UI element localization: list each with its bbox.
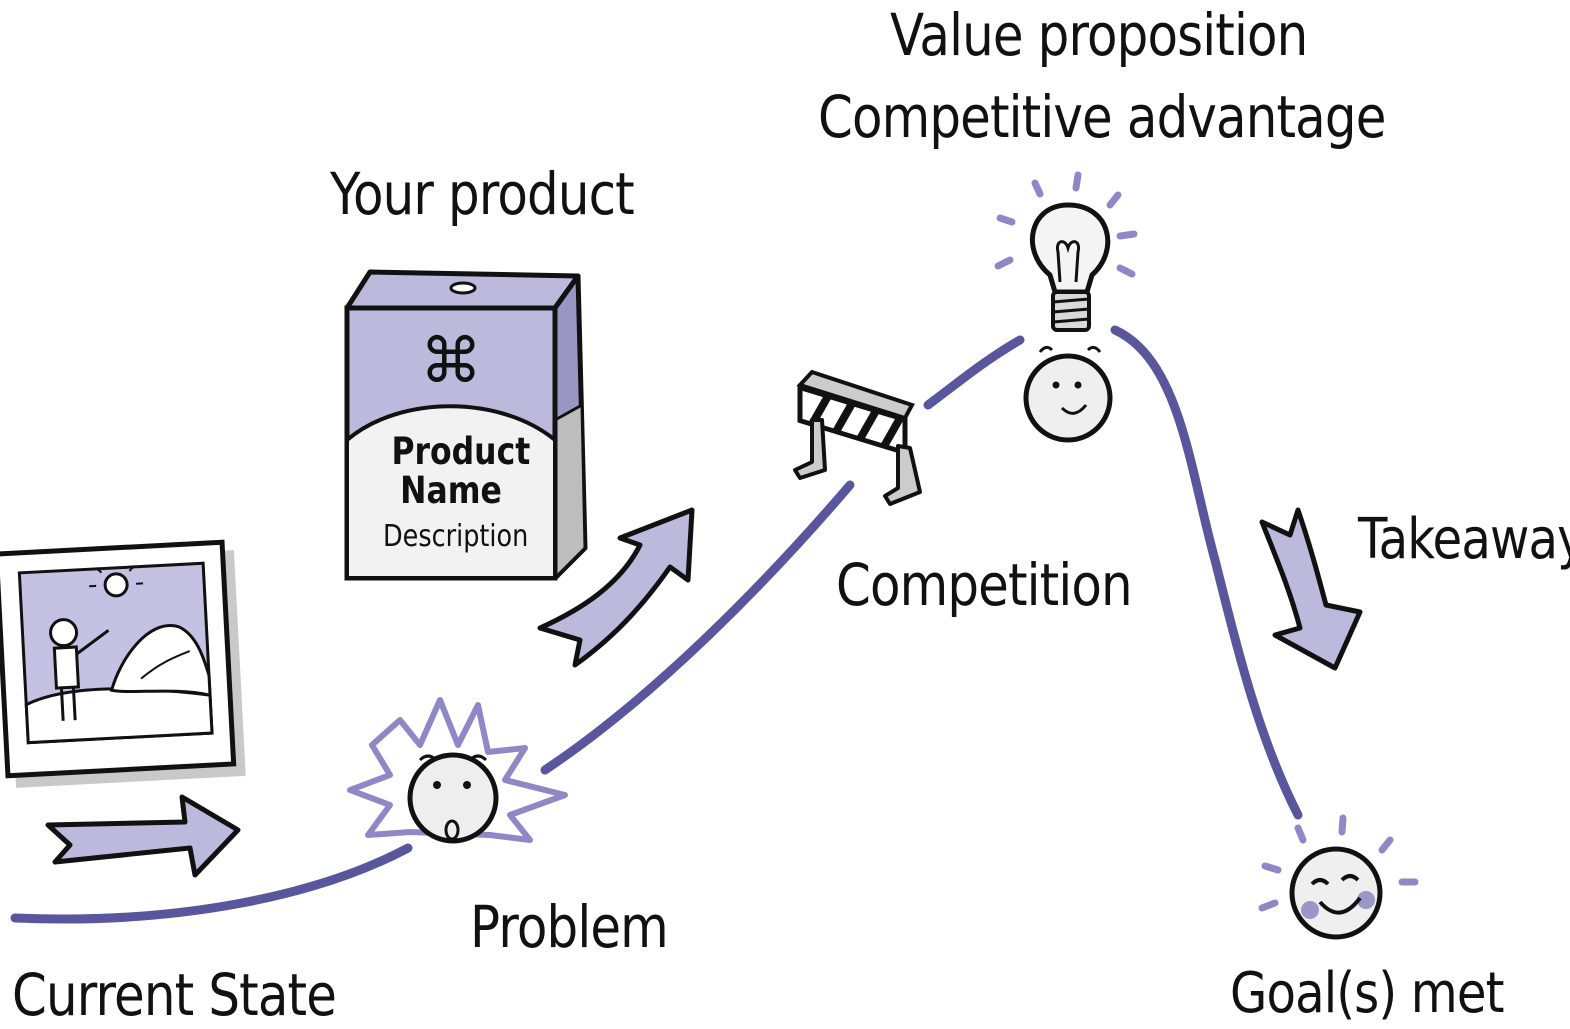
label-competitive-advantage: Competitive advantage [818,83,1386,151]
label-problem: Problem [470,893,669,961]
surprised-face-icon [347,697,568,844]
product-name-line1: Product [391,430,531,473]
right-arrow-icon [45,794,241,878]
product-description: Description [383,519,529,554]
label-value-proposition: Value proposition [890,1,1308,69]
lightbulb-icon [994,171,1138,332]
picture-frame-icon [0,539,246,788]
journey-path [10,325,1303,924]
up-arrow-icon [537,507,695,668]
smiling-face-icon [1023,345,1113,443]
label-goals-met: Goal(s) met [1230,961,1504,1026]
label-takeaway: Takeaway [1358,507,1570,572]
product-box-icon [344,269,588,581]
down-arrow-icon [1259,507,1363,671]
label-your-product: Your product [330,160,635,228]
label-competition: Competition [836,551,1133,619]
hurdle-icon [793,369,922,506]
happy-face-icon [1258,814,1419,940]
product-symbol: ⌘ [420,324,482,397]
label-current-state: Current State [12,961,337,1029]
product-name-line2: Name [400,469,502,512]
